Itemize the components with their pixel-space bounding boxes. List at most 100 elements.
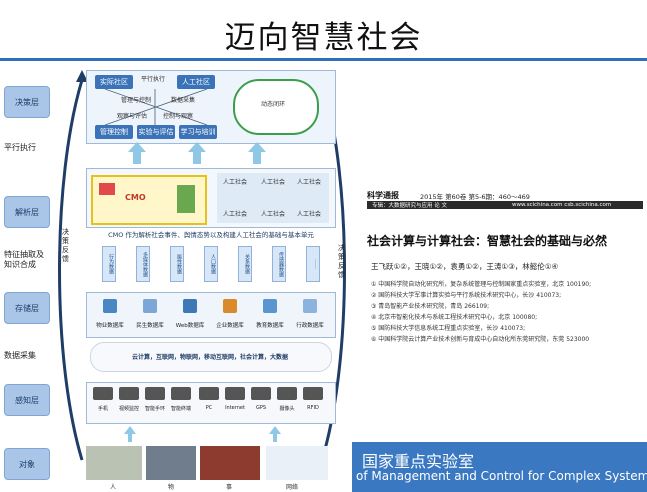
node-management: 管理控制 xyxy=(95,125,133,139)
pipeline-more: …… xyxy=(306,246,320,282)
up-arrow xyxy=(128,142,146,152)
edge-label-3: 观察与评估 xyxy=(117,113,148,120)
title-divider xyxy=(0,58,647,61)
decision-panel: 实际社区 人工社区 平行执行 管理控制 实验与评估 学习与培训 管理与控制 数据… xyxy=(86,70,336,144)
affiliation-3: ③ 青岛智能产业技术研究院，青岛 266109; xyxy=(371,303,490,310)
footer-line2: of Management and Control for Complex Sy… xyxy=(356,469,647,483)
annotation-parallel-exec: 平行执行 xyxy=(4,143,36,152)
layer-analysis: 解析层 xyxy=(4,196,50,228)
layer-decision: 决策层 xyxy=(4,86,50,118)
object-label-people: 人 xyxy=(110,484,117,491)
sensor-label: GPS xyxy=(255,405,267,411)
internet-icon xyxy=(225,387,245,400)
artificial-society-net: 人工社会 人工社会 人工社会 人工社会 人工社会 人工社会 xyxy=(217,173,329,223)
pipeline-population: 人口数据 xyxy=(204,246,218,282)
decision-edges xyxy=(104,89,208,125)
db-education: 教育数据库 xyxy=(256,323,284,329)
db-web: Web数据库 xyxy=(175,323,205,329)
paper-issue: 2015年 第60卷 第5-6期：460～469 xyxy=(420,193,530,201)
decision-middle-label: 平行执行 xyxy=(141,76,166,83)
db-livelihood: 民生数据库 xyxy=(136,323,164,329)
up-arrow xyxy=(188,142,206,152)
rfid-icon xyxy=(303,387,323,400)
cmo-banner: CMO 作为解析社会事件、舆情态势以及构建人工社会的基础与基本单元 xyxy=(108,231,314,239)
affiliation-6: ⑥ 中国科学院云计算产业技术创新与育成中心自动化所东莞研究院，东莞 523000 xyxy=(371,336,590,343)
database-icon xyxy=(183,299,197,313)
object-label-things: 物 xyxy=(168,484,175,491)
database-icon xyxy=(143,299,157,313)
affiliation-2: ② 国防科技大学军事计算实验与平行系统技术研究中心，长沙 410073; xyxy=(371,292,562,299)
events-photo xyxy=(200,446,260,480)
node-experiment: 实验与评估 xyxy=(137,125,175,139)
up-arrow-stem xyxy=(193,150,201,164)
as-node-2: 人工社会 xyxy=(261,179,286,186)
pipeline-behavior: 行为数据 xyxy=(102,246,116,282)
sensor-label: 手机 xyxy=(97,406,108,412)
closed-loop-label: 动态闭环 xyxy=(261,101,286,108)
camera-icon xyxy=(119,387,139,400)
perception-panel: 手机 视频监控 智能手环 智能终端 PC Internet GPS 摄像头 RF… xyxy=(86,382,336,424)
database-icon xyxy=(263,299,277,313)
as-node-4: 人工社会 xyxy=(223,211,248,218)
db-enterprise: 企业数据库 xyxy=(216,323,244,329)
sensor-label: 视频监控 xyxy=(118,406,139,412)
footer-line1: 国家重点实验室 xyxy=(362,452,475,471)
node-learning: 学习与培训 xyxy=(179,125,217,139)
node-real-society: 实际社区 xyxy=(95,75,133,89)
cmo-block-green xyxy=(177,185,195,213)
as-node-1: 人工社会 xyxy=(223,179,248,186)
affiliation-5: ⑤ 国防科技大学信息系统工程重点实验室，长沙 410073; xyxy=(371,325,526,332)
layer-storage: 存储层 xyxy=(4,292,50,324)
as-node-6: 人工社会 xyxy=(297,211,322,218)
object-label-events: 事 xyxy=(226,484,233,491)
journal-logo: 科学通报 xyxy=(367,191,399,200)
analysis-panel: CMO 人工社会 人工社会 人工社会 人工社会 人工社会 人工社会 xyxy=(86,168,336,228)
pipeline-relation: 关系数据 xyxy=(238,246,252,282)
database-icon xyxy=(223,299,237,313)
cmo-block-red xyxy=(99,183,115,195)
things-photo xyxy=(146,446,196,480)
sensor-label: 智能手环 xyxy=(144,406,165,412)
cloud-label: 云计算，互联网，物联网，移动互联网，社会计算，大数据 xyxy=(131,354,288,361)
sensor-label: Internet xyxy=(225,405,245,411)
annotation-data-collection: 数据采集 xyxy=(4,351,36,360)
annotation-feature-extract: 特征抽取及知识合成 xyxy=(4,250,44,269)
pipeline-multimedia: 多媒体数据 xyxy=(136,246,150,282)
object-arrows xyxy=(124,426,281,442)
pipeline-attribute: 属性数据 xyxy=(170,246,184,282)
paper-authors: 王飞跃①②，王晓①②，袁勇①②，王涛①③，林懿伦①④ xyxy=(371,262,559,271)
pc-icon xyxy=(199,387,219,400)
node-artificial-society: 人工社区 xyxy=(177,75,215,89)
object-label-network: 网络 xyxy=(286,484,299,491)
phone-icon xyxy=(93,387,113,400)
database-icon xyxy=(303,299,317,313)
pipeline-sensor: 传感器数据 xyxy=(272,246,286,282)
up-arrow xyxy=(248,142,266,152)
section-bar xyxy=(367,201,643,209)
as-node-5: 人工社会 xyxy=(261,211,286,218)
sensor-label: 摄像头 xyxy=(279,406,295,412)
storage-panel: 物业数据库 民生数据库 Web数据库 企业数据库 教育数据库 行政数据库 xyxy=(86,292,336,338)
paper-title: 社会计算与计算社会：智慧社会的基础与必然 xyxy=(367,234,608,248)
up-arrow-stem xyxy=(253,150,261,164)
cmo-box: CMO xyxy=(91,175,207,225)
gps-icon xyxy=(251,387,271,400)
up-arrow-stem xyxy=(133,150,141,164)
sensor-label: RFID xyxy=(307,405,319,411)
sensor-label: 智能终端 xyxy=(170,406,191,412)
terminal-icon xyxy=(171,387,191,400)
network-photo xyxy=(266,446,328,480)
affiliation-1: ① 中国科学院自动化研究所，复杂系统管理与控制国家重点实验室，北京 100190… xyxy=(371,281,592,288)
cloud-shape xyxy=(90,342,332,372)
webcam-icon xyxy=(277,387,297,400)
affiliation-4: ④ 北京市智能化技术与系统工程技术研究中心，北京 100080; xyxy=(371,314,538,321)
lab-footer: 国家重点实验室 of Management and Control for Co… xyxy=(352,442,647,492)
wristband-icon xyxy=(145,387,165,400)
paper-section: 专辑：大数据研究与应用 论 文 xyxy=(372,203,447,209)
paper-url: www.scichina.com csb.scichina.com xyxy=(512,202,612,208)
edge-label-1: 管理与控制 xyxy=(121,97,152,104)
slide-title: 迈向智慧社会 xyxy=(224,20,423,56)
cmo-label: CMO xyxy=(125,193,146,202)
database-icon xyxy=(103,299,117,313)
db-property: 物业数据库 xyxy=(96,323,124,329)
